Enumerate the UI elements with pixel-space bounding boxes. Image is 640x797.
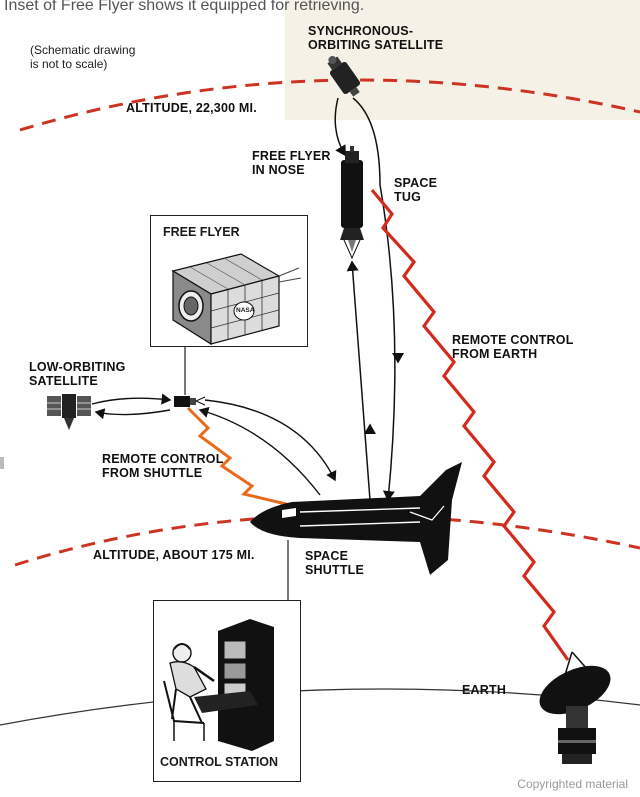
label-space-tug: SPACE TUG <box>394 176 437 204</box>
label-line: REMOTE CONTROL <box>452 333 574 347</box>
copyright-notice: Copyrighted material <box>517 777 628 791</box>
control-station-inset: CONTROL STATION <box>153 600 301 782</box>
scale-note-line: is not to scale) <box>30 57 108 71</box>
flyer-path-bottom <box>94 408 171 420</box>
earth-remote-beam <box>370 188 570 661</box>
label-synchronous-satellite: SYNCHRONOUS- ORBITING SATELLITE <box>308 24 443 52</box>
scale-note-line: (Schematic drawing <box>30 43 136 57</box>
label-line: SPACE <box>394 176 438 190</box>
label-line: REMOTE CONTROL <box>102 452 224 466</box>
label-earth: EARTH <box>462 683 507 697</box>
label-remote-earth: REMOTE CONTROL FROM EARTH <box>452 333 574 361</box>
low-orbit-satellite-icon <box>47 394 91 430</box>
label-line: SYNCHRONOUS- <box>308 24 414 38</box>
synchronous-satellite-icon <box>327 55 361 97</box>
control-station-operator-icon <box>163 619 274 751</box>
tug-path-down <box>352 97 381 186</box>
shuttle-to-flyer-path <box>198 406 321 496</box>
label-low-orbit-satellite: LOW-ORBITING SATELLITE <box>29 360 126 388</box>
tug-path-to-nose <box>334 97 346 157</box>
label-line: TUG <box>394 190 421 204</box>
label-line: FREE FLYER <box>252 149 331 163</box>
label-line: LOW-ORBITING <box>29 360 126 374</box>
flyer-to-shuttle-path <box>204 399 337 482</box>
background-band <box>285 0 640 120</box>
label-free-flyer-nose: FREE FLYER IN NOSE <box>252 149 331 177</box>
space-tug-icon <box>340 146 364 260</box>
label-line: ORBITING SATELLITE <box>308 38 444 52</box>
shuttle-remote-beam <box>186 406 291 507</box>
control-station-title: CONTROL STATION <box>160 755 279 769</box>
label-remote-shuttle: REMOTE CONTROL FROM SHUTTLE <box>102 452 224 480</box>
edge-mark <box>0 457 4 469</box>
figure-caption: Inset of Free Flyer shows it equipped fo… <box>4 0 365 14</box>
label-line: SPACE <box>305 549 349 563</box>
flyer-path-top <box>91 393 172 405</box>
scale-note: (Schematic drawing is not to scale) <box>30 43 135 71</box>
nasa-logo: NASA <box>236 307 255 314</box>
label-altitude-low: ALTITUDE, ABOUT 175 MI. <box>93 548 255 562</box>
label-line: FROM SHUTTLE <box>102 466 203 480</box>
free-flyer-detail-icon <box>171 253 302 346</box>
shuttle-to-tug-path <box>346 260 371 501</box>
inset-title: FREE FLYER <box>163 225 240 239</box>
label-line: FROM EARTH <box>452 347 538 361</box>
radar-dish-icon <box>539 651 611 764</box>
free-flyer-small-icon <box>174 396 206 407</box>
high-orbit-arc <box>19 78 640 132</box>
label-line: IN NOSE <box>252 163 305 177</box>
label-space-shuttle: SPACE SHUTTLE <box>305 549 364 577</box>
label-line: SHUTTLE <box>305 563 365 577</box>
free-flyer-inset: FREE FLYER NASA <box>150 215 308 347</box>
label-line: SATELLITE <box>29 374 98 388</box>
space-shuttle-icon <box>250 462 462 575</box>
label-altitude-high: ALTITUDE, 22,300 MI. <box>126 101 257 115</box>
